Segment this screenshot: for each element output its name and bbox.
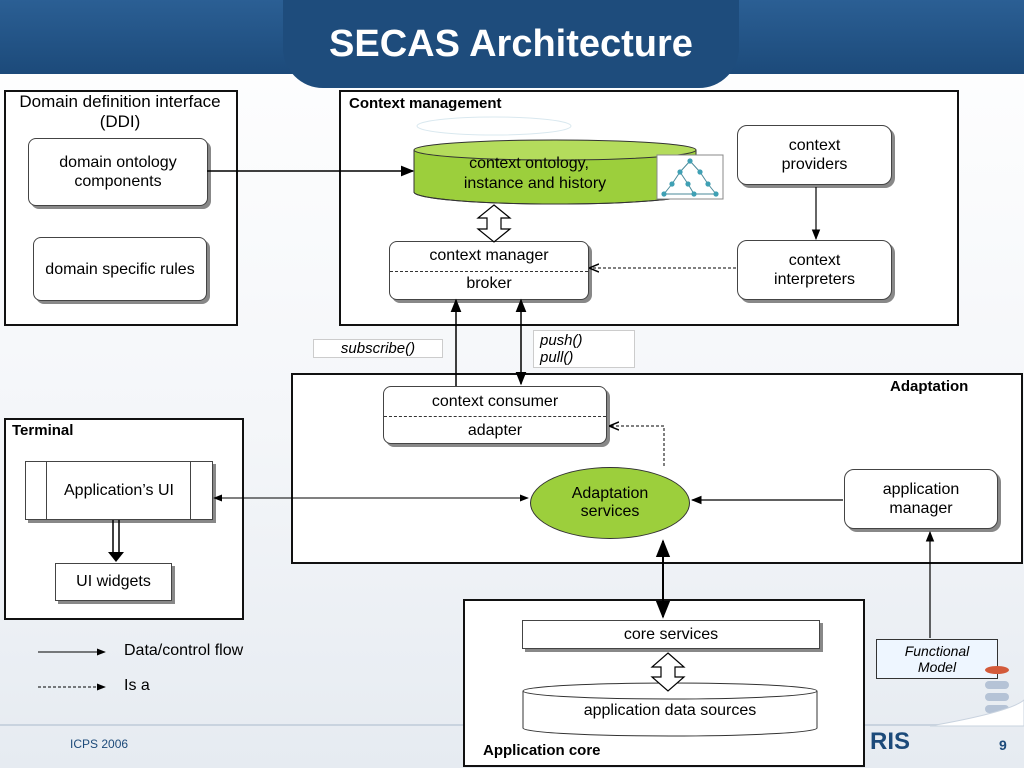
context-ontology-line-2: instance and history xyxy=(464,175,606,192)
context-ontology-line-1: context ontology, xyxy=(469,155,589,172)
services-to-adapter-isa xyxy=(610,426,665,466)
domain-specific-rules: domain specific rules xyxy=(33,237,207,301)
domain-ontology-components: domain ontology components xyxy=(28,138,208,206)
footer-conference: ICPS 2006 xyxy=(70,737,129,751)
legend-data-flow-label: Data/control flow xyxy=(124,642,244,659)
store-manager-double-arrow xyxy=(476,204,512,243)
adaptation-services: Adaptation services xyxy=(530,467,690,539)
stack-logo-icon xyxy=(985,666,1009,713)
push-call-label: push() xyxy=(540,332,583,349)
page-number: 9 xyxy=(999,737,1007,753)
context-management-heading: Context management xyxy=(349,95,516,112)
application-core-heading: Application core xyxy=(483,742,601,759)
application-data-sources-label: application data sources xyxy=(584,702,757,719)
terminal-heading: Terminal xyxy=(12,422,74,439)
context-manager-broker: context manager broker xyxy=(389,241,589,300)
context-providers: context providers xyxy=(737,125,892,185)
core-data-double-arrow xyxy=(650,652,686,692)
adapter-label: adapter xyxy=(467,422,523,439)
adaptation-heading: Adaptation xyxy=(876,378,969,395)
application-data-sources xyxy=(522,682,818,737)
ontology-graph-icon xyxy=(656,154,724,200)
context-interpreters: context interpreters xyxy=(737,240,892,300)
functional-model-label: Functional Model xyxy=(904,643,970,675)
push-pull-label: push() pull() xyxy=(533,330,635,368)
slide-title: SECAS Architecture xyxy=(283,0,739,88)
context-consumer-adapter: context consumer adapter xyxy=(383,386,607,444)
context-manager-label: context manager xyxy=(429,247,549,264)
broker-label: broker xyxy=(466,275,512,292)
functional-model: Functional Model xyxy=(876,639,998,679)
legend-is-a-label: Is a xyxy=(124,677,150,694)
pull-call-label: pull() xyxy=(540,349,574,366)
ui-to-widgets-arrow xyxy=(108,520,124,562)
context-consumer-label: context consumer xyxy=(431,393,559,410)
application-ui-right-rule xyxy=(190,461,191,520)
application-ui-left-rule xyxy=(46,461,47,520)
context-consumer-divider xyxy=(384,416,606,417)
core-services: core services xyxy=(522,620,820,649)
ui-widgets: UI widgets xyxy=(55,563,172,601)
subscribe-call-label: subscribe() xyxy=(313,339,443,358)
context-ontology-store xyxy=(413,116,697,205)
footer-corner-swoosh xyxy=(929,699,1024,727)
application-manager: application manager xyxy=(844,469,998,529)
ddi-heading: Domain definition interface (DDI) xyxy=(19,92,221,131)
application-ui: Application’s UI xyxy=(25,461,213,520)
context-manager-divider xyxy=(390,271,588,272)
application-ui-label: Application’s UI xyxy=(64,482,174,499)
logo-text: RIS xyxy=(870,728,911,755)
